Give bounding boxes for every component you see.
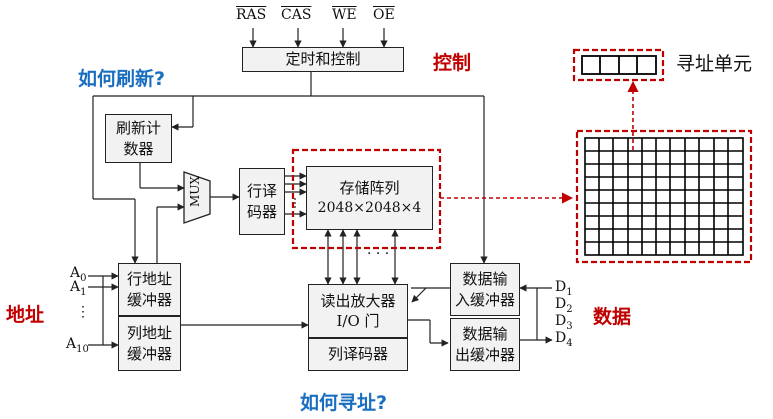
refresh-counter-block: 刷新计 数器 xyxy=(105,114,172,163)
pin-d3: D3 xyxy=(555,313,573,332)
timing-control-block: 定时和控制 xyxy=(242,47,404,72)
pin-dots: ⋮ xyxy=(76,304,90,320)
pin-d2: D2 xyxy=(555,296,573,315)
col-address-buffer-label-1: 列地址 xyxy=(126,324,172,343)
refresh-counter-label-1: 刷新计 xyxy=(115,119,161,138)
mux-shape xyxy=(183,171,211,224)
sense-amp-label-2: I/O 门 xyxy=(336,312,380,330)
pin-a0: A0 xyxy=(70,265,87,284)
grid-frame xyxy=(575,129,753,264)
row-address-buffer-block: 行地址 缓冲器 xyxy=(118,263,181,316)
bus-wires xyxy=(88,72,553,349)
storage-array-size: 2048×2048×4 xyxy=(317,199,422,216)
refresh-counter-label-2: 数器 xyxy=(123,139,154,158)
row-address-buffer-label-2: 缓冲器 xyxy=(126,290,172,309)
data-in-buffer-label-2: 入缓冲器 xyxy=(454,290,515,309)
address-annotation: 地址 xyxy=(6,304,45,326)
col-decoder-label: 列译码器 xyxy=(327,345,388,364)
pin-a10: A10 xyxy=(66,336,89,355)
addressing-unit-label: 寻址单元 xyxy=(676,53,753,75)
cas-signal-label: CAS xyxy=(281,7,312,23)
ras-signal-label: RAS xyxy=(236,7,267,23)
pin-d4: D4 xyxy=(555,330,573,349)
control-signal-wires xyxy=(249,28,388,48)
pin-a1: A1 xyxy=(70,279,87,298)
col-address-buffer-block: 列地址 缓冲器 xyxy=(118,316,181,371)
pin-d1: D1 xyxy=(555,279,573,298)
data-out-buffer-block: 数据输 出缓冲器 xyxy=(450,318,520,371)
row-address-buffer-label-1: 行地址 xyxy=(126,270,172,289)
control-annotation: 控制 xyxy=(433,52,472,74)
how-address-annotation: 如何寻址? xyxy=(300,392,388,414)
row-decoder-label-2: 码器 xyxy=(246,202,277,221)
col-decoder-block: 列译码器 xyxy=(308,338,408,371)
oe-signal-label: OE xyxy=(373,7,395,23)
we-signal-label: WE xyxy=(332,7,357,23)
array-highlight xyxy=(291,148,442,250)
storage-array-block: 存储阵列 2048×2048×4 xyxy=(306,166,433,230)
row-decoder-block: 行译 码器 xyxy=(239,168,285,235)
sense-amp-label-1: 读出放大器 xyxy=(320,291,396,310)
data-out-buffer-label-2: 出缓冲器 xyxy=(454,345,515,364)
sense-amp-block: 读出放大器 I/O 门 xyxy=(308,284,408,338)
timing-control-label: 定时和控制 xyxy=(285,50,361,69)
data-in-buffer-label-1: 数据输 xyxy=(462,270,508,289)
data-in-buffer-block: 数据输 入缓冲器 xyxy=(450,263,520,316)
data-out-buffer-label-1: 数据输 xyxy=(462,325,508,344)
memory-cell-grid xyxy=(584,137,744,256)
ellipsis: · · · xyxy=(367,246,390,262)
data-annotation: 数据 xyxy=(593,306,632,328)
addressing-unit-cells xyxy=(581,55,657,75)
addressing-unit-frame xyxy=(572,48,665,82)
storage-array-label: 存储阵列 xyxy=(339,179,400,198)
col-address-buffer-label-2: 缓冲器 xyxy=(126,344,172,363)
how-refresh-annotation: 如何刷新? xyxy=(78,68,166,90)
row-decoder-label-1: 行译 xyxy=(246,182,277,201)
mux-label: MUX xyxy=(188,176,202,207)
